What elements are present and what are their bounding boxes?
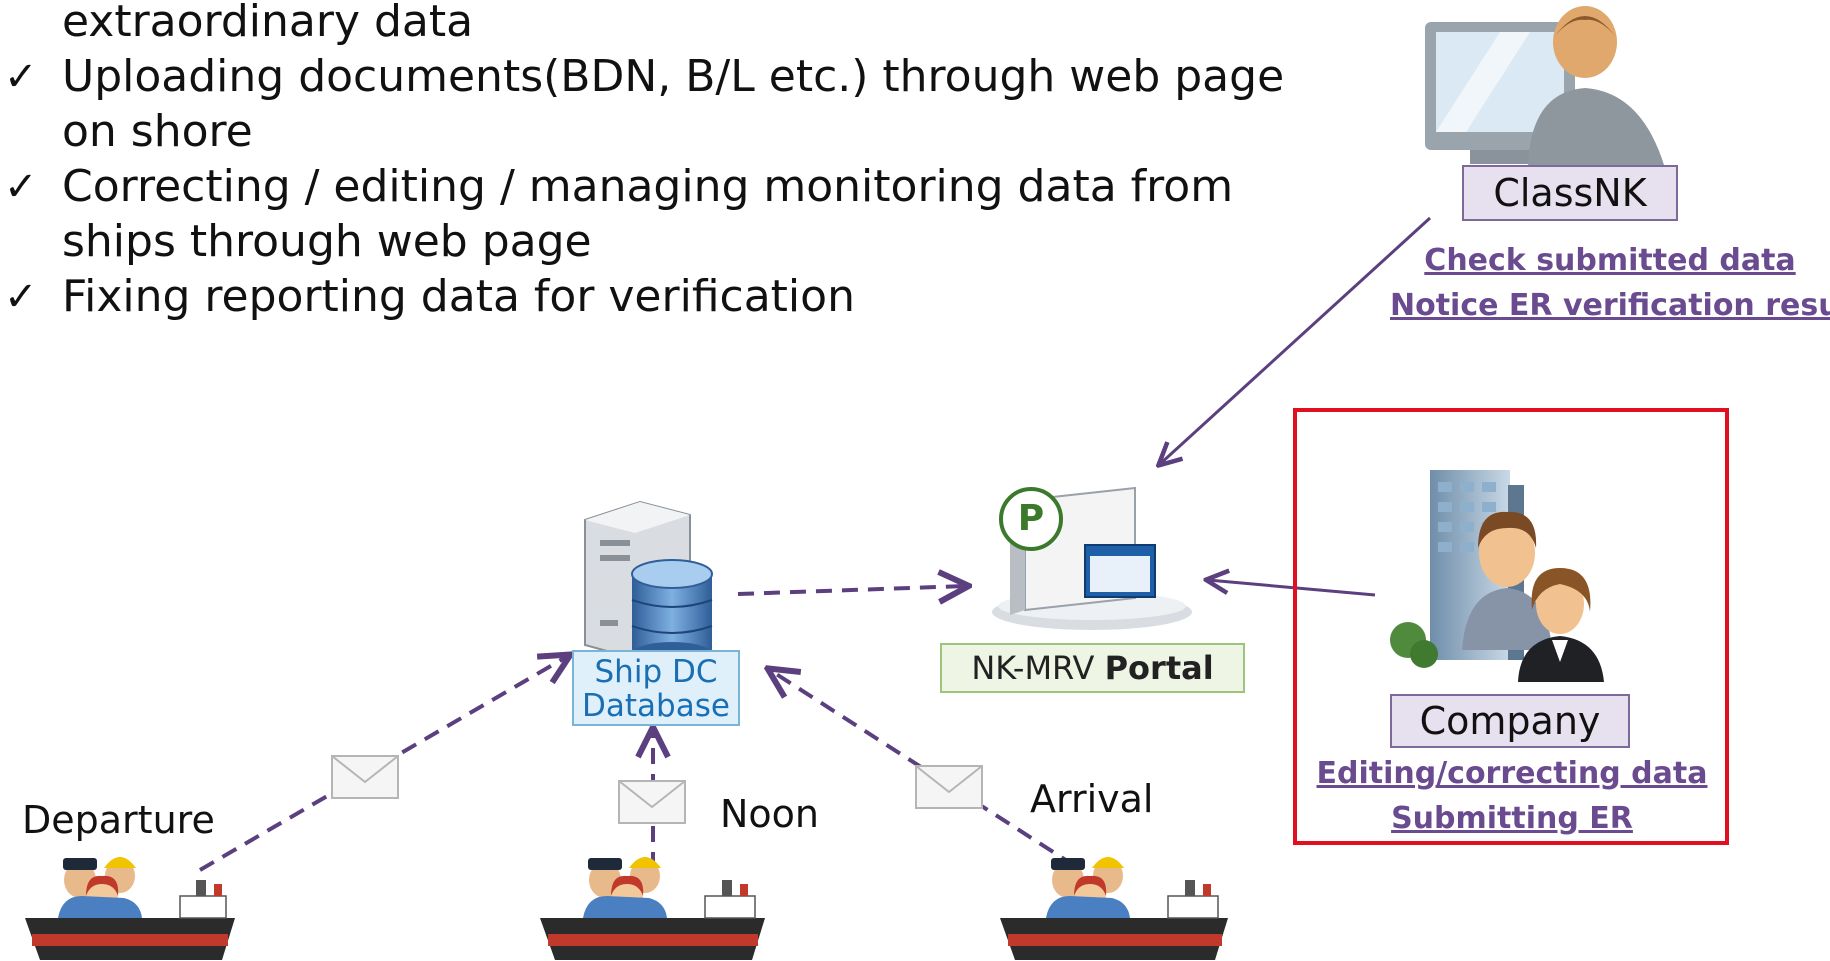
notice-er-verification-link[interactable]: Notice ER verification result [1390, 288, 1830, 323]
database-label-line1: Ship DC [594, 654, 718, 690]
company-label: Company [1390, 694, 1630, 748]
envelope-icon [618, 780, 686, 824]
arrival-report-arrow [770, 670, 1077, 868]
company-to-portal-arrow [1208, 580, 1376, 597]
portal-p-badge: P [1017, 498, 1045, 539]
bullet-text: on shore [62, 106, 253, 157]
database-to-portal-arrow [737, 586, 966, 594]
database-label-line2: Database [582, 688, 730, 724]
company-icon [1390, 470, 1604, 682]
bullet-text: extraordinary data [62, 0, 474, 47]
classnk-user-icon [1425, 6, 1665, 168]
bullet-text: Correcting / editing / managing monitori… [62, 161, 1234, 212]
bullet-text: Fixing reporting data for verification [62, 271, 855, 322]
classnk-to-portal-arrow [1160, 216, 1432, 464]
departure-label: Departure [22, 798, 215, 842]
checkmark-icon: ✓ [4, 274, 38, 320]
database-server-icon [584, 500, 713, 666]
arrival-label: Arrival [1030, 777, 1154, 821]
bullet-text: Uploading documents(BDN, B/L etc.) throu… [62, 51, 1285, 102]
ship-crew-icon [25, 857, 235, 960]
portal-label-bold: Portal [1104, 649, 1214, 687]
noon-label: Noon [720, 792, 820, 836]
portal-label: NK-MRV Portal [940, 643, 1245, 693]
bullet-text: ships through web page [62, 216, 592, 267]
database-label: Ship DC Database [572, 650, 740, 726]
submitting-er-link[interactable]: Submitting ER [1391, 801, 1633, 836]
ship-crew-icon [540, 857, 765, 960]
editing-correcting-data-link[interactable]: Editing/correcting data [1316, 756, 1708, 791]
ship-crew-icon [1000, 857, 1228, 960]
envelope-icon [915, 765, 983, 809]
company-highlight-box [1293, 408, 1729, 845]
portal-label-plain: NK-MRV [971, 649, 1105, 687]
check-submitted-data-link[interactable]: Check submitted data [1424, 243, 1796, 278]
classnk-label: ClassNK [1462, 165, 1678, 221]
envelope-icon [331, 755, 399, 799]
checkmark-icon: ✓ [4, 54, 38, 100]
checkmark-icon: ✓ [4, 164, 38, 210]
portal-icon [992, 486, 1192, 630]
